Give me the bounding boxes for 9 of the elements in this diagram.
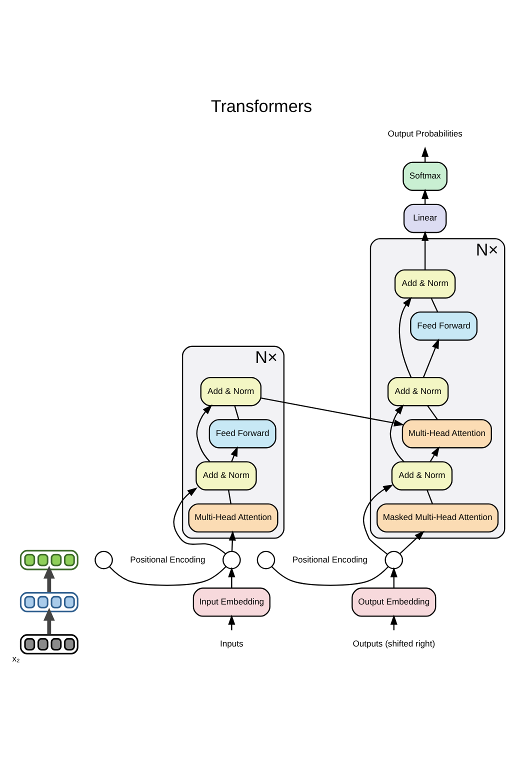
node-label: x₂ — [12, 653, 20, 664]
node-text: Inputs — [220, 638, 243, 648]
node-label: Positional Encoding — [292, 554, 368, 564]
diagram-title: Transformers — [210, 96, 312, 116]
node-text: Output Probabilities — [387, 128, 462, 138]
node-text: Outputs (shifted right) — [352, 638, 435, 648]
node-label: N× — [254, 347, 278, 368]
node-label: N× — [475, 240, 498, 260]
node-label: Positional Encoding — [130, 554, 205, 564]
